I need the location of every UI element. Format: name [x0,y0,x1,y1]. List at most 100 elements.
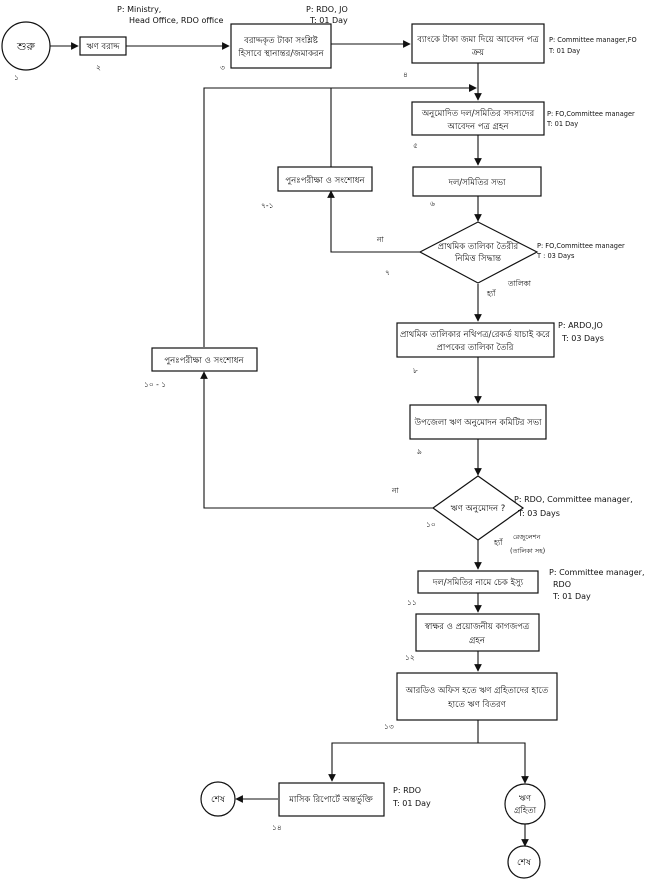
node-4-label-line1: ব্যাংকে টাকা জমা দিয়ে আবেদন পত্র [416,33,539,45]
step-number-7: ৭ [385,268,390,277]
end-1-circle [200,781,236,817]
node-7-1-box [277,166,373,192]
node-12: স্বাক্ষর ও প্রয়োজনীয় কাগজপত্র গ্রহন [415,613,540,652]
annotation-11-line2: RDO [553,580,571,589]
node-14-label: মাসিক রিপোর্টে অন্তর্ভুক্তি [288,793,373,805]
end-node-2: শেষ [507,845,541,879]
node-4-label-line2: ক্রয় [471,48,485,58]
step-number-14: ১৪ [272,823,282,832]
node-5-label-line1: অনুমোদিত দল/সমিতির সদস্যদের [421,108,536,119]
edge-label-yes-7: হ্যাঁ [486,288,496,298]
start-circle [1,21,51,71]
step-number-10-1: ১০ - ১ [144,380,166,389]
end-1-label: শেষ [211,795,226,805]
annotation-14-line2: T: 01 Day [392,799,431,808]
arrow-n13-to-n14 [328,720,479,782]
node-7-1: পুনঃপরীক্ষা ও সংশোধন [277,166,373,192]
step-number-11: ১১ [407,598,417,607]
start-node: শুরু [1,21,51,71]
annotations: P: Ministry, Head Office, RDO office P: … [117,5,645,808]
node-10-diamond [431,475,525,541]
annotation-11-line1: P: Committee manager, [549,568,645,577]
edge-label-no-7: না [376,235,384,244]
borrower-node: ঋণ গ্রহিতা [504,783,546,825]
node-4-box [411,23,545,64]
step-number-4: ৪ [403,70,408,79]
step-number-12: ১২ [405,653,415,662]
node-7-decision: প্রাথমিক তালিকা তৈরীর নিমিত্ত সিদ্ধান্ত [418,221,539,284]
node-9-label: উপজেলা ঋণ অনুমোদন কমিটির সভা [413,416,542,428]
borrower-label-line1: ঋণ [519,794,532,804]
edge-label-no-10: না [391,486,399,495]
node-12-label-line2: গ্রহন [469,636,486,646]
annotation-8-line1: P: ARDO,JO [558,321,603,330]
node-7-label-line1: প্রাথমিক তালিকা তৈরীর [438,240,520,252]
end-2-label: শেষ [517,858,532,868]
step-number-5: ৫ [413,141,418,150]
node-13: আরডিও অফিস হতে ঋণ গ্রহিতাদের হাতে হাতে ঋ… [396,672,558,721]
annotation-3-line2: T: 01 Day [309,16,348,25]
node-11-label: দল/সমিতির নামে চেক ইস্যু [432,577,524,588]
start-label: শুরু [16,40,35,53]
node-5: অনুমোদিত দল/সমিতির সদস্যদের আবেদন পত্র গ… [411,101,545,136]
node-13-box [396,672,558,721]
annotation-2-line2: Head Office, RDO office [129,16,223,25]
node-9: উপজেলা ঋণ অনুমোদন কমিটির সভা [409,404,547,440]
node-2-box [79,36,127,56]
annotation-3-line1: P: RDO, JO [306,5,348,14]
node-6: দল/সমিতির সভা [412,166,542,197]
step-number-10: ১০ [426,520,436,529]
edge-labels: না হ্যাঁ তালিকা না হ্যাঁ রেজুলেশন (তালিক… [376,235,545,555]
annotation-10-line1: P: RDO, Committee manager, [514,495,633,504]
node-7-diamond [418,221,539,284]
node-10-label: ঋণ অনুমোদন ? [451,504,506,514]
step-number-7-1: ৭-১ [261,201,274,210]
node-3-box [230,23,332,69]
end-node-1: শেষ [200,781,236,817]
annotation-8-line2: T: 03 Days [561,334,604,343]
annotation-7-line1: P: FO,Committee manager [537,242,625,250]
arrow-n13-to-borrower [478,742,529,784]
step-number-3: ৩ [220,63,225,72]
node-12-label-line1: স্বাক্ষর ও প্রয়োজনীয় কাগজপত্র [424,620,530,632]
node-9-box [409,404,547,440]
arrow-n10-no-to-n10-1 [200,371,433,509]
step-numbers: ১ ২ ৩ ৪ ৫ ৬ ৭-১ ৭ ৮ ১০ - ১ ৯ ১০ ১১ ১২ ১৩… [14,63,436,832]
node-14: মাসিক রিপোর্টে অন্তর্ভুক্তি [278,782,385,817]
node-10-decision: ঋণ অনুমোদন ? [431,475,525,541]
node-8: প্রাথমিক তালিকার নথিপত্র/রেকর্ড যাচাই কর… [396,322,555,358]
connectors [50,40,529,847]
end-2-circle [507,845,541,879]
edge-label-resolution-line1: রেজুলেশন [513,533,542,541]
step-number-13: ১৩ [384,722,394,731]
borrower-circle [504,783,546,825]
node-13-label-line1: আরডিও অফিস হতে ঋণ গ্রহিতাদের হাতে [405,685,549,696]
node-6-label: দল/সমিতির সভা [447,177,506,188]
node-2-label: ঋণ বরাদ্দ [86,42,120,52]
step-number-8: ৮ [413,366,419,375]
node-3: বরাদ্দকৃত টাকা সংশ্লিষ্ট হিসাবে স্থানান্… [230,23,332,69]
edge-label-resolution-line2: (তালিকা সহ) [510,547,545,555]
node-3-label-line2: হিসাবে স্থানান্তর/জমাকরন [237,48,324,59]
node-12-box [415,613,540,652]
arrow-n10-1-back-to-n5 [203,84,477,347]
annotation-5-line1: P: FO,Committee manager [547,110,635,118]
step-number-2: ২ [96,63,101,72]
annotation-2-line1: P: Ministry, [117,5,161,14]
node-10-1-box [151,347,258,372]
node-4: ব্যাংকে টাকা জমা দিয়ে আবেদন পত্র ক্রয় [411,23,545,64]
node-13-label-line2: হাতে ঋণ বিতরণ [447,699,507,710]
arrow-n7-no-to-n7-1 [327,190,420,253]
node-6-box [412,166,542,197]
node-5-box [411,101,545,136]
edge-label-yes-10: হ্যাঁ [493,537,503,547]
annotation-5-line2: T: 01 Day [546,120,578,128]
annotation-11-line3: T: 01 Day [552,592,591,601]
step-number-9: ৯ [417,447,422,456]
annotation-7-line2: T : 03 Days [536,252,575,260]
annotation-4-line1: P: Committee manager,FO [549,36,637,44]
annotation-10-line2: T: 03 Days [517,509,560,518]
node-7-1-label: পুনঃপরীক্ষা ও সংশোধন [285,174,365,186]
edge-label-list-7: তালিকা [507,279,532,288]
